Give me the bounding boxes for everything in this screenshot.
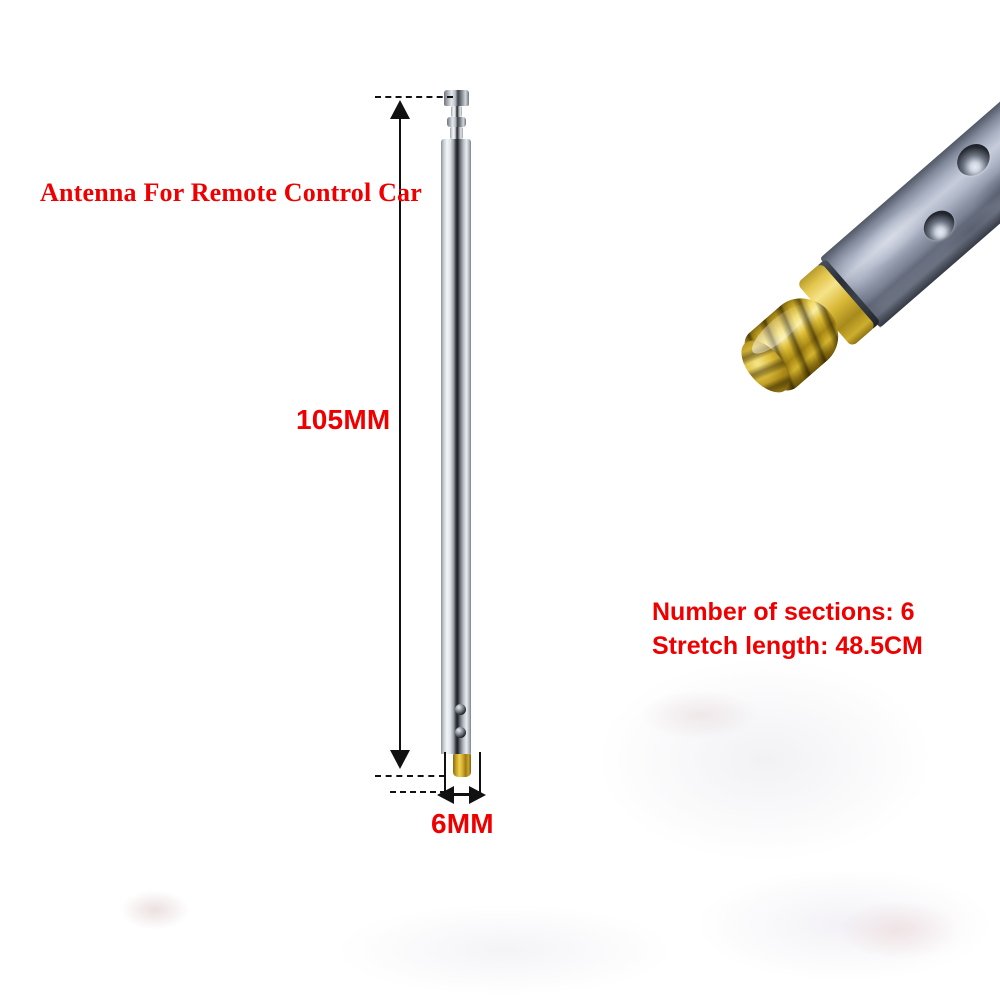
antenna-tip-taper xyxy=(450,127,463,139)
antenna-tip-bead xyxy=(447,117,466,127)
antenna-shaft xyxy=(441,139,471,754)
width-dimension-line xyxy=(446,793,478,796)
width-baseline-extension xyxy=(390,791,446,793)
page-title: Antenna For Remote Control Car xyxy=(40,178,422,207)
spec-list: Number of sections: 6 Stretch length: 48… xyxy=(652,595,923,663)
arrow-down-icon xyxy=(390,750,410,769)
width-dimension-label: 6MM xyxy=(431,808,494,839)
crimp-dimple xyxy=(455,727,466,738)
brass-base-stud xyxy=(453,754,471,777)
arrow-left-icon xyxy=(437,786,454,804)
spec-sections: Number of sections: 6 xyxy=(652,598,915,626)
height-dimension-label: 105MM xyxy=(296,404,391,435)
height-dimension-line xyxy=(399,107,401,757)
crimp-dimple xyxy=(455,704,466,715)
antenna-tip-neck xyxy=(451,106,462,117)
arrow-up-icon xyxy=(390,100,410,119)
antenna-tip-cap xyxy=(444,90,469,106)
spec-stretch-length: Stretch length: 48.5CM xyxy=(652,632,923,660)
width-extension-tick-left xyxy=(444,752,446,794)
width-extension-tick-right xyxy=(479,752,481,794)
bottom-extension-line xyxy=(375,775,445,777)
arrow-right-icon xyxy=(469,786,486,804)
top-extension-line xyxy=(375,96,453,98)
